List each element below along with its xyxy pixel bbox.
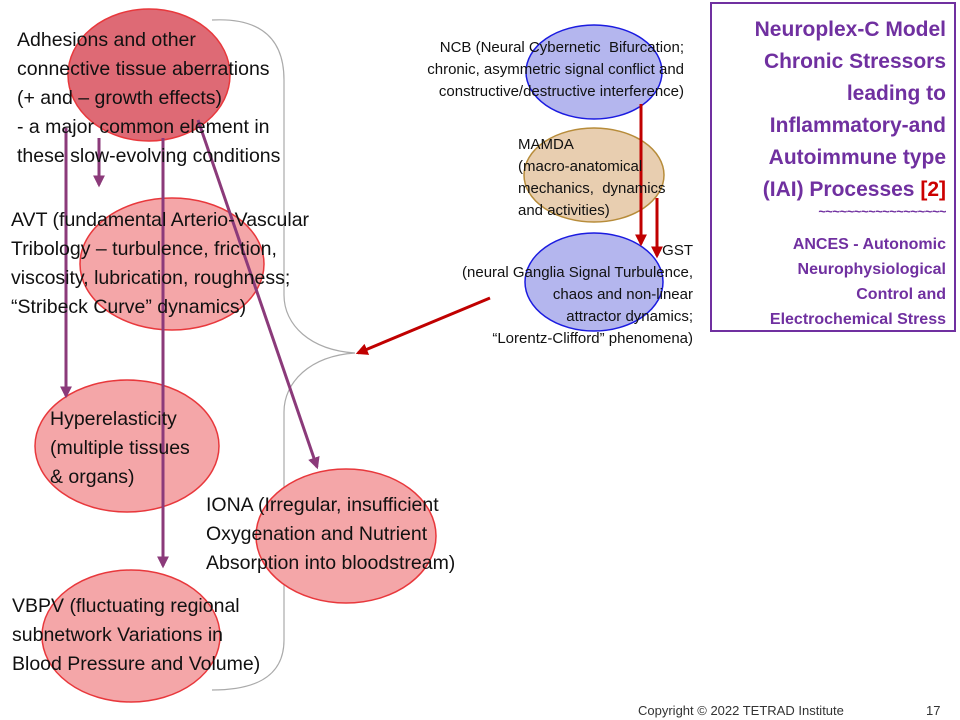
mamda-label: MAMDA (macro-anatomical mechanics, dynam… [518, 136, 666, 219]
vbpv-label: VBPV (fluctuating regional subnetwork Va… [12, 595, 261, 675]
avt-label: AVT (fundamental Arterio-Vascular Tribol… [11, 209, 310, 318]
avt-ellipse [79, 197, 265, 331]
hyper-ellipse [34, 379, 220, 513]
adhesions-ellipse [67, 8, 231, 142]
ncb-label: NCB (Neural Cybernetic Bifurcation; chro… [427, 39, 684, 100]
ncb-ellipse [525, 24, 663, 120]
adhesions-label: Adhesions and other connective tissue ab… [17, 29, 281, 167]
gst-ellipse [524, 232, 664, 332]
footer-copyright: Copyright © 2022 TETRAD Institute [638, 703, 844, 718]
reference-marker: [2] [920, 178, 946, 201]
grey-brace [211, 19, 356, 691]
page-number: 17 [926, 703, 941, 718]
gst-label: GST (neural Ganglia Signal Turbulence, c… [462, 242, 693, 347]
slide-subtitle: ANCES - Autonomic Neurophysiological Con… [769, 236, 946, 328]
mamda-ellipse [523, 127, 665, 223]
title-box: Neuroplex-C Model Chronic Stressors lead… [710, 2, 956, 332]
iona-ellipse [255, 468, 437, 604]
slide-title: Neuroplex-C Model Chronic Stressors lead… [755, 14, 946, 206]
slide-title-main: Neuroplex-C Model Chronic Stressors lead… [754, 18, 946, 201]
iona-label: IONA (Irregular, insufficient Oxygenatio… [206, 494, 456, 574]
hyperelasticity-label: Hyperelasticity (multiple tissues & orga… [50, 408, 190, 488]
arrow-gst-to-brace [355, 296, 491, 355]
arrow-adhesions-to-iona [196, 119, 320, 470]
vbpv-ellipse [41, 569, 221, 703]
tilde-separator: ~~~~~~~~~~~~~~~~~~ [818, 204, 946, 219]
